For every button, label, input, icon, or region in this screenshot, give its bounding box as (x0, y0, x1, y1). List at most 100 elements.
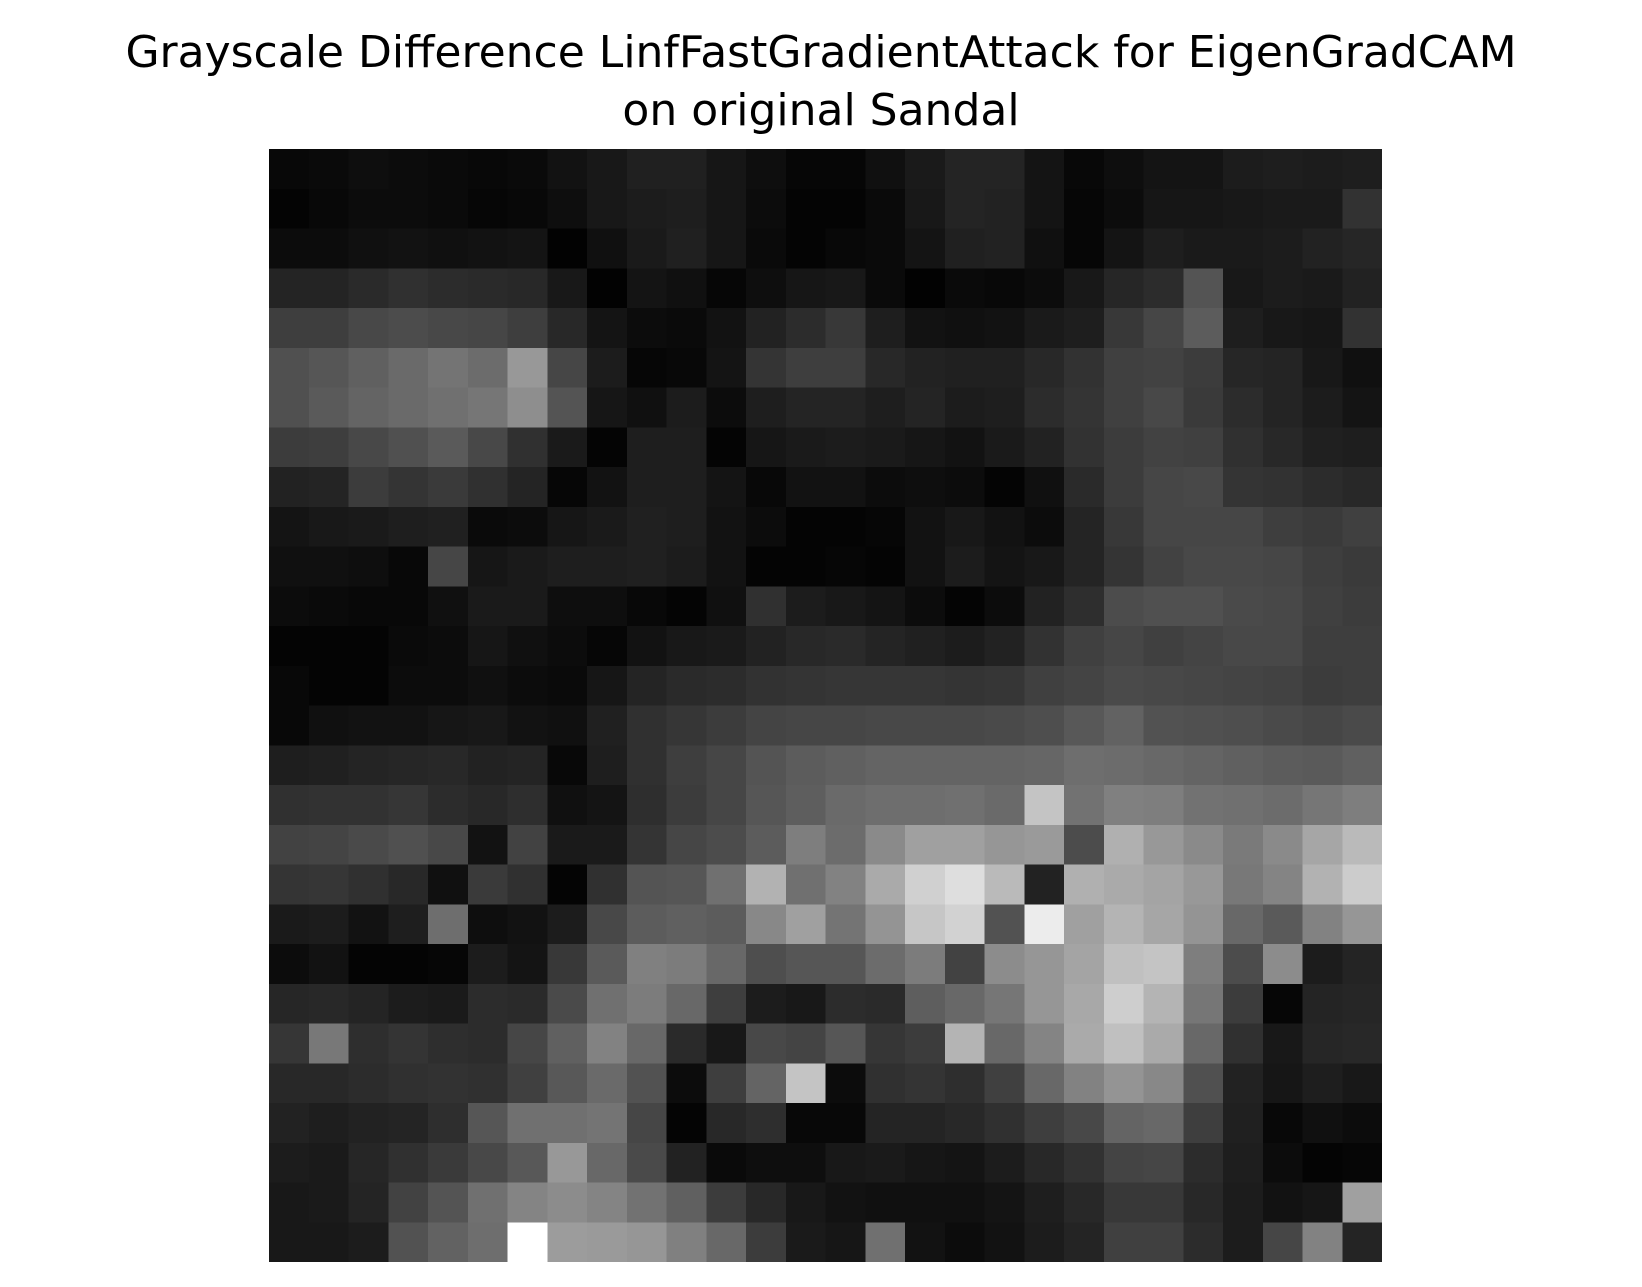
heatmap-cell (706, 506, 747, 548)
heatmap-cell (587, 188, 628, 230)
heatmap-cell (984, 268, 1025, 309)
heatmap-cell (587, 1063, 628, 1104)
heatmap-cell (706, 983, 747, 1025)
heatmap-cell (1223, 546, 1264, 587)
heatmap-cell (984, 546, 1025, 587)
heatmap-cell (1262, 705, 1304, 746)
heatmap-cell (905, 268, 946, 309)
heatmap-cell (507, 506, 548, 548)
heatmap-cell (507, 188, 548, 230)
heatmap-cell (706, 467, 747, 508)
heatmap-cell (428, 506, 469, 548)
heatmap-cell (1064, 188, 1105, 230)
heatmap-cell (1302, 387, 1343, 428)
heatmap-cell (348, 1103, 389, 1144)
heatmap-cell (348, 1063, 389, 1104)
heatmap-cell (428, 387, 469, 428)
heatmap-cell (666, 665, 707, 707)
heatmap-cell (1342, 745, 1382, 786)
heatmap-cell (1064, 983, 1105, 1025)
heatmap-cell (1183, 665, 1224, 707)
heatmap-cell (984, 705, 1025, 746)
heatmap-cell (1024, 268, 1065, 309)
heatmap-cell (825, 467, 866, 508)
heatmap-cell (666, 347, 707, 389)
heatmap-cell (706, 347, 747, 389)
heatmap-cell (825, 268, 866, 309)
heatmap-cell (706, 626, 747, 667)
heatmap-cell (1223, 467, 1264, 508)
heatmap-cell (666, 1142, 707, 1184)
heatmap-cell (587, 824, 628, 866)
heatmap-cell (1024, 188, 1065, 230)
heatmap-cell (348, 705, 389, 746)
heatmap-cell (984, 1103, 1025, 1144)
heatmap-cell (706, 1063, 747, 1104)
heatmap-cell (706, 228, 747, 269)
heatmap-cell (1223, 1103, 1264, 1144)
heatmap-cell (467, 188, 509, 230)
heatmap-cell (1302, 705, 1343, 746)
heatmap-cell (388, 268, 429, 309)
heatmap-cell (944, 347, 986, 389)
heatmap-cell (706, 904, 747, 945)
heatmap-cell (308, 308, 350, 349)
heatmap-cell (666, 1063, 707, 1104)
heatmap-cell (587, 665, 628, 707)
heatmap-cell (785, 149, 827, 190)
heatmap-cell (1143, 983, 1184, 1025)
heatmap-cell (666, 1182, 707, 1223)
heatmap-cell (865, 467, 906, 508)
heatmap-cell (626, 188, 668, 230)
heatmap-cell (746, 665, 787, 707)
heatmap-cell (666, 904, 707, 945)
heatmap-cell (865, 586, 906, 627)
heatmap-cell (825, 824, 866, 866)
heatmap-cell (308, 228, 350, 269)
heatmap-cell (388, 1222, 429, 1262)
heatmap-cell (428, 586, 469, 627)
heatmap-cell (1103, 983, 1145, 1025)
heatmap-cell (308, 904, 350, 945)
heatmap-cell (507, 149, 548, 190)
heatmap-cell (1143, 904, 1184, 945)
heatmap-cell (1024, 983, 1065, 1025)
heatmap-cell (467, 665, 509, 707)
heatmap-cell (944, 546, 986, 587)
heatmap-cell (428, 705, 469, 746)
heatmap-cell (905, 944, 946, 985)
heatmap-cell (785, 864, 827, 905)
heatmap-cell (746, 824, 787, 866)
heatmap-cell (666, 1023, 707, 1064)
heatmap-cell (507, 228, 548, 269)
heatmap-cell (944, 944, 986, 985)
heatmap-cell (1064, 149, 1105, 190)
heatmap-cell (269, 864, 310, 905)
heatmap-cell (825, 506, 866, 548)
heatmap-cell (905, 705, 946, 746)
heatmap-cell (308, 705, 350, 746)
heatmap-cell (785, 1103, 827, 1144)
heatmap-cell (825, 665, 866, 707)
heatmap-cell (547, 1103, 588, 1144)
heatmap-cell (308, 586, 350, 627)
heatmap-cell (587, 1103, 628, 1144)
heatmap-cell (666, 1103, 707, 1144)
heatmap-cell (308, 506, 350, 548)
heatmap-cell (1024, 347, 1065, 389)
heatmap-cell (547, 785, 588, 826)
heatmap-cell (547, 1063, 588, 1104)
heatmap-cell (348, 1222, 389, 1262)
heatmap-cell (308, 983, 350, 1025)
heatmap-cell (984, 1023, 1025, 1064)
heatmap-cell (467, 387, 509, 428)
heatmap-cell (825, 1023, 866, 1064)
heatmap-cell (1103, 347, 1145, 389)
heatmap-cell (626, 387, 668, 428)
heatmap-cell (905, 1103, 946, 1144)
heatmap-cell (1064, 1142, 1105, 1184)
heatmap-cell (905, 1142, 946, 1184)
heatmap-cell (1342, 467, 1382, 508)
heatmap-cell (1223, 983, 1264, 1025)
heatmap-cell (666, 705, 707, 746)
